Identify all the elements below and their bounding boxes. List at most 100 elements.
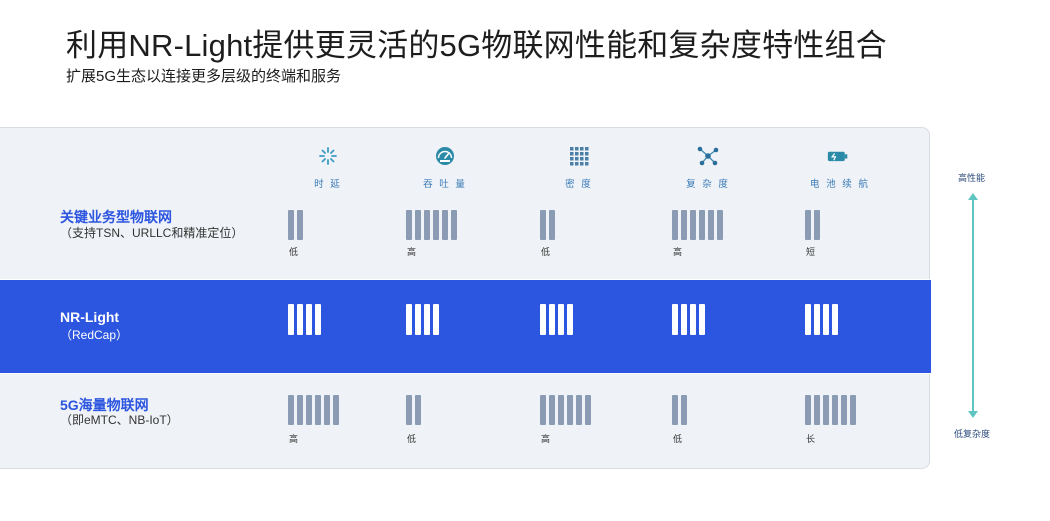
- column-label-throughput: 吞 吐 量: [423, 179, 467, 190]
- level-bar: [832, 395, 838, 425]
- throughput-gauge-icon: [436, 147, 454, 165]
- level-label: 高: [541, 434, 551, 444]
- bar-group: [805, 210, 820, 240]
- level-bar: [699, 304, 705, 335]
- row-title-critical-iot: 关键业务型物联网: [60, 209, 172, 225]
- level-label: 短: [806, 247, 816, 257]
- level-bar: [288, 395, 294, 425]
- level-bar: [832, 304, 838, 335]
- bar-group: [288, 210, 303, 240]
- bar-group: [406, 395, 421, 425]
- level-bar: [315, 395, 321, 425]
- level-bar: [324, 395, 330, 425]
- level-bar: [433, 304, 439, 335]
- bar-group: [288, 395, 339, 425]
- level-bar: [406, 395, 412, 425]
- level-bar: [558, 395, 564, 425]
- level-bar: [850, 395, 856, 425]
- level-label: 低: [407, 434, 417, 444]
- level-label: 高: [289, 434, 299, 444]
- level-bar: [576, 395, 582, 425]
- level-bar: [814, 210, 820, 240]
- level-bar: [823, 395, 829, 425]
- level-bar: [672, 395, 678, 425]
- level-bar: [549, 395, 555, 425]
- level-bar: [288, 304, 294, 335]
- level-bar: [567, 304, 573, 335]
- level-bar: [585, 395, 591, 425]
- level-bar: [690, 210, 696, 240]
- bar-group: [805, 304, 838, 335]
- level-bar: [549, 210, 555, 240]
- bar-group: [672, 395, 687, 425]
- level-bar: [288, 210, 294, 240]
- level-bar: [672, 304, 678, 335]
- level-bar: [681, 304, 687, 335]
- level-label: 低: [541, 247, 551, 257]
- column-label-latency: 时 延: [314, 179, 342, 190]
- level-label: 长: [806, 434, 816, 444]
- level-bar: [306, 304, 312, 335]
- axis-bottom-label: 低复杂度: [954, 429, 991, 439]
- level-bar: [442, 210, 448, 240]
- level-bar: [415, 395, 421, 425]
- level-bar: [549, 304, 555, 335]
- level-bar: [415, 210, 421, 240]
- bar-group: [540, 395, 591, 425]
- level-bar: [424, 210, 430, 240]
- level-bar: [540, 304, 546, 335]
- level-bar: [805, 304, 811, 335]
- level-bar: [306, 395, 312, 425]
- level-bar: [672, 210, 678, 240]
- level-bar: [424, 304, 430, 335]
- nr-light-band: [0, 280, 931, 373]
- level-bar: [540, 210, 546, 240]
- bar-group: [672, 210, 723, 240]
- latency-icon: [319, 147, 337, 165]
- arrow-down-icon: [968, 411, 978, 418]
- level-bar: [451, 210, 457, 240]
- bar-group: [288, 304, 321, 335]
- level-bar: [406, 304, 412, 335]
- level-bar: [315, 304, 321, 335]
- bar-group: [406, 304, 439, 335]
- column-label-battery: 电 池 续 航: [810, 179, 870, 190]
- level-bar: [297, 395, 303, 425]
- level-bar: [415, 304, 421, 335]
- level-label: 高: [673, 247, 683, 257]
- level-bar: [297, 210, 303, 240]
- level-bar: [805, 395, 811, 425]
- complexity-network-icon: [697, 146, 719, 166]
- axis-line: [972, 198, 974, 414]
- row-divider: [0, 373, 930, 374]
- level-bar: [805, 210, 811, 240]
- level-bar: [699, 210, 705, 240]
- level-bar: [567, 395, 573, 425]
- level-label: 高: [407, 247, 417, 257]
- battery-icon: [827, 151, 848, 162]
- page-subtitle: 扩展5G生态以连接更多层级的终端和服务: [66, 68, 342, 85]
- level-bar: [841, 395, 847, 425]
- column-label-complexity: 复 杂 度: [686, 179, 730, 190]
- row-sub-critical-iot: （支持TSN、URLLC和精准定位）: [60, 226, 244, 240]
- row-title-nr-light: NR-Light: [60, 309, 120, 325]
- column-label-density: 密 度: [565, 179, 593, 190]
- level-bar: [823, 304, 829, 335]
- level-bar: [433, 210, 439, 240]
- level-label: 低: [673, 434, 683, 444]
- level-bar: [681, 395, 687, 425]
- level-bar: [708, 210, 714, 240]
- bar-group: [805, 395, 856, 425]
- level-bar: [406, 210, 412, 240]
- bar-group: [540, 210, 555, 240]
- page-title: 利用NR-Light提供更灵活的5G物联网性能和复杂度特性组合: [66, 28, 887, 63]
- bar-group: [540, 304, 573, 335]
- row-title-massive-iot: 5G海量物联网: [60, 397, 149, 413]
- level-bar: [814, 304, 820, 335]
- arrow-up-icon: [968, 193, 978, 200]
- row-sub-massive-iot: （即eMTC、NB-IoT）: [60, 413, 179, 427]
- row-divider: [0, 279, 930, 280]
- level-bar: [681, 210, 687, 240]
- level-bar: [814, 395, 820, 425]
- level-bar: [333, 395, 339, 425]
